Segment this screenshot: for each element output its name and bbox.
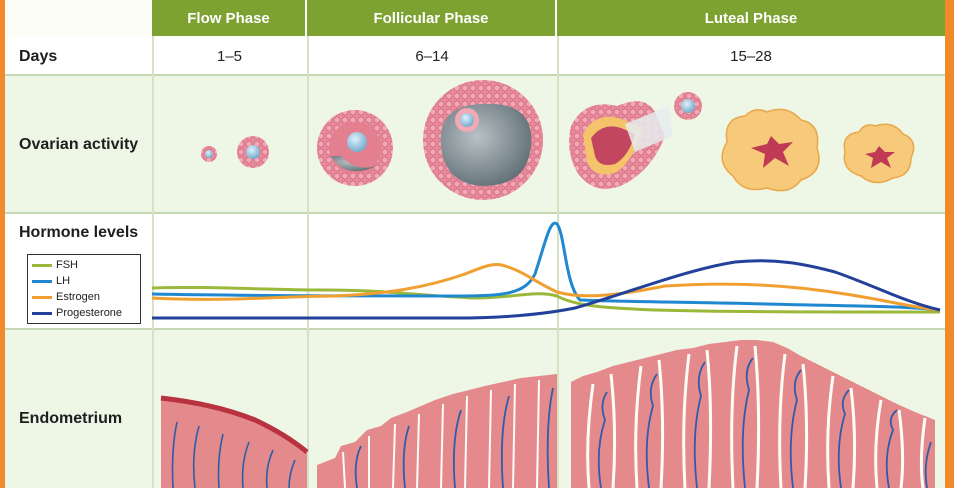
legend-swatch — [32, 295, 52, 299]
legend-swatch — [32, 311, 52, 315]
endometrium-label: Endometrium — [19, 410, 123, 427]
legend-label: FSH — [56, 259, 78, 271]
endometrium-illustration — [160, 340, 935, 488]
legend-label: Progesterone — [56, 307, 123, 319]
row-divider — [5, 74, 945, 76]
row-divider — [5, 328, 945, 330]
header-follicular-phase: Follicular Phase — [307, 0, 557, 36]
days-luteal: 15–28 — [730, 47, 772, 65]
ovarian-activity-illustration — [201, 80, 915, 200]
header-corner — [5, 0, 152, 36]
legend-item-lh: LH — [32, 274, 70, 288]
header-luteal-phase: Luteal Phase — [557, 0, 945, 36]
fsh-curve — [151, 285, 941, 314]
hormone-level-curves — [151, 221, 941, 320]
endometrium-flow — [161, 398, 307, 488]
column-divider — [557, 36, 559, 488]
legend-item-progesterone: Progesterone — [32, 306, 122, 320]
progesterone-curve — [151, 259, 941, 320]
legend-item-estrogen: Estrogen — [32, 290, 100, 304]
legend-item-fsh: FSH — [32, 258, 78, 272]
lh-curve — [151, 221, 941, 312]
hormone-levels-label: Hormone levels — [19, 224, 139, 241]
estrogen-curve — [151, 262, 941, 312]
column-divider — [307, 36, 309, 488]
days-row — [5, 38, 945, 74]
days-flow: 1–5 — [216, 47, 243, 65]
legend-swatch — [32, 263, 52, 267]
ovarian-activity-label: Ovarian activity — [19, 136, 139, 153]
endometrium-follicular — [317, 374, 557, 488]
endometrium-luteal — [571, 340, 935, 488]
legend-label: LH — [56, 275, 71, 287]
days-label: Days — [19, 48, 58, 65]
column-divider — [152, 36, 154, 488]
row-divider — [5, 212, 945, 214]
header-flow-phase: Flow Phase — [152, 0, 307, 36]
legend-label: Estrogen — [56, 291, 101, 303]
hormone-legend: FSH LH Estrogen Progesterone — [27, 254, 141, 324]
menstrual-cycle-table: Flow Phase Follicular Phase Luteal Phase… — [5, 0, 945, 488]
legend-swatch — [32, 279, 52, 283]
days-follicular: 6–14 — [415, 47, 449, 65]
